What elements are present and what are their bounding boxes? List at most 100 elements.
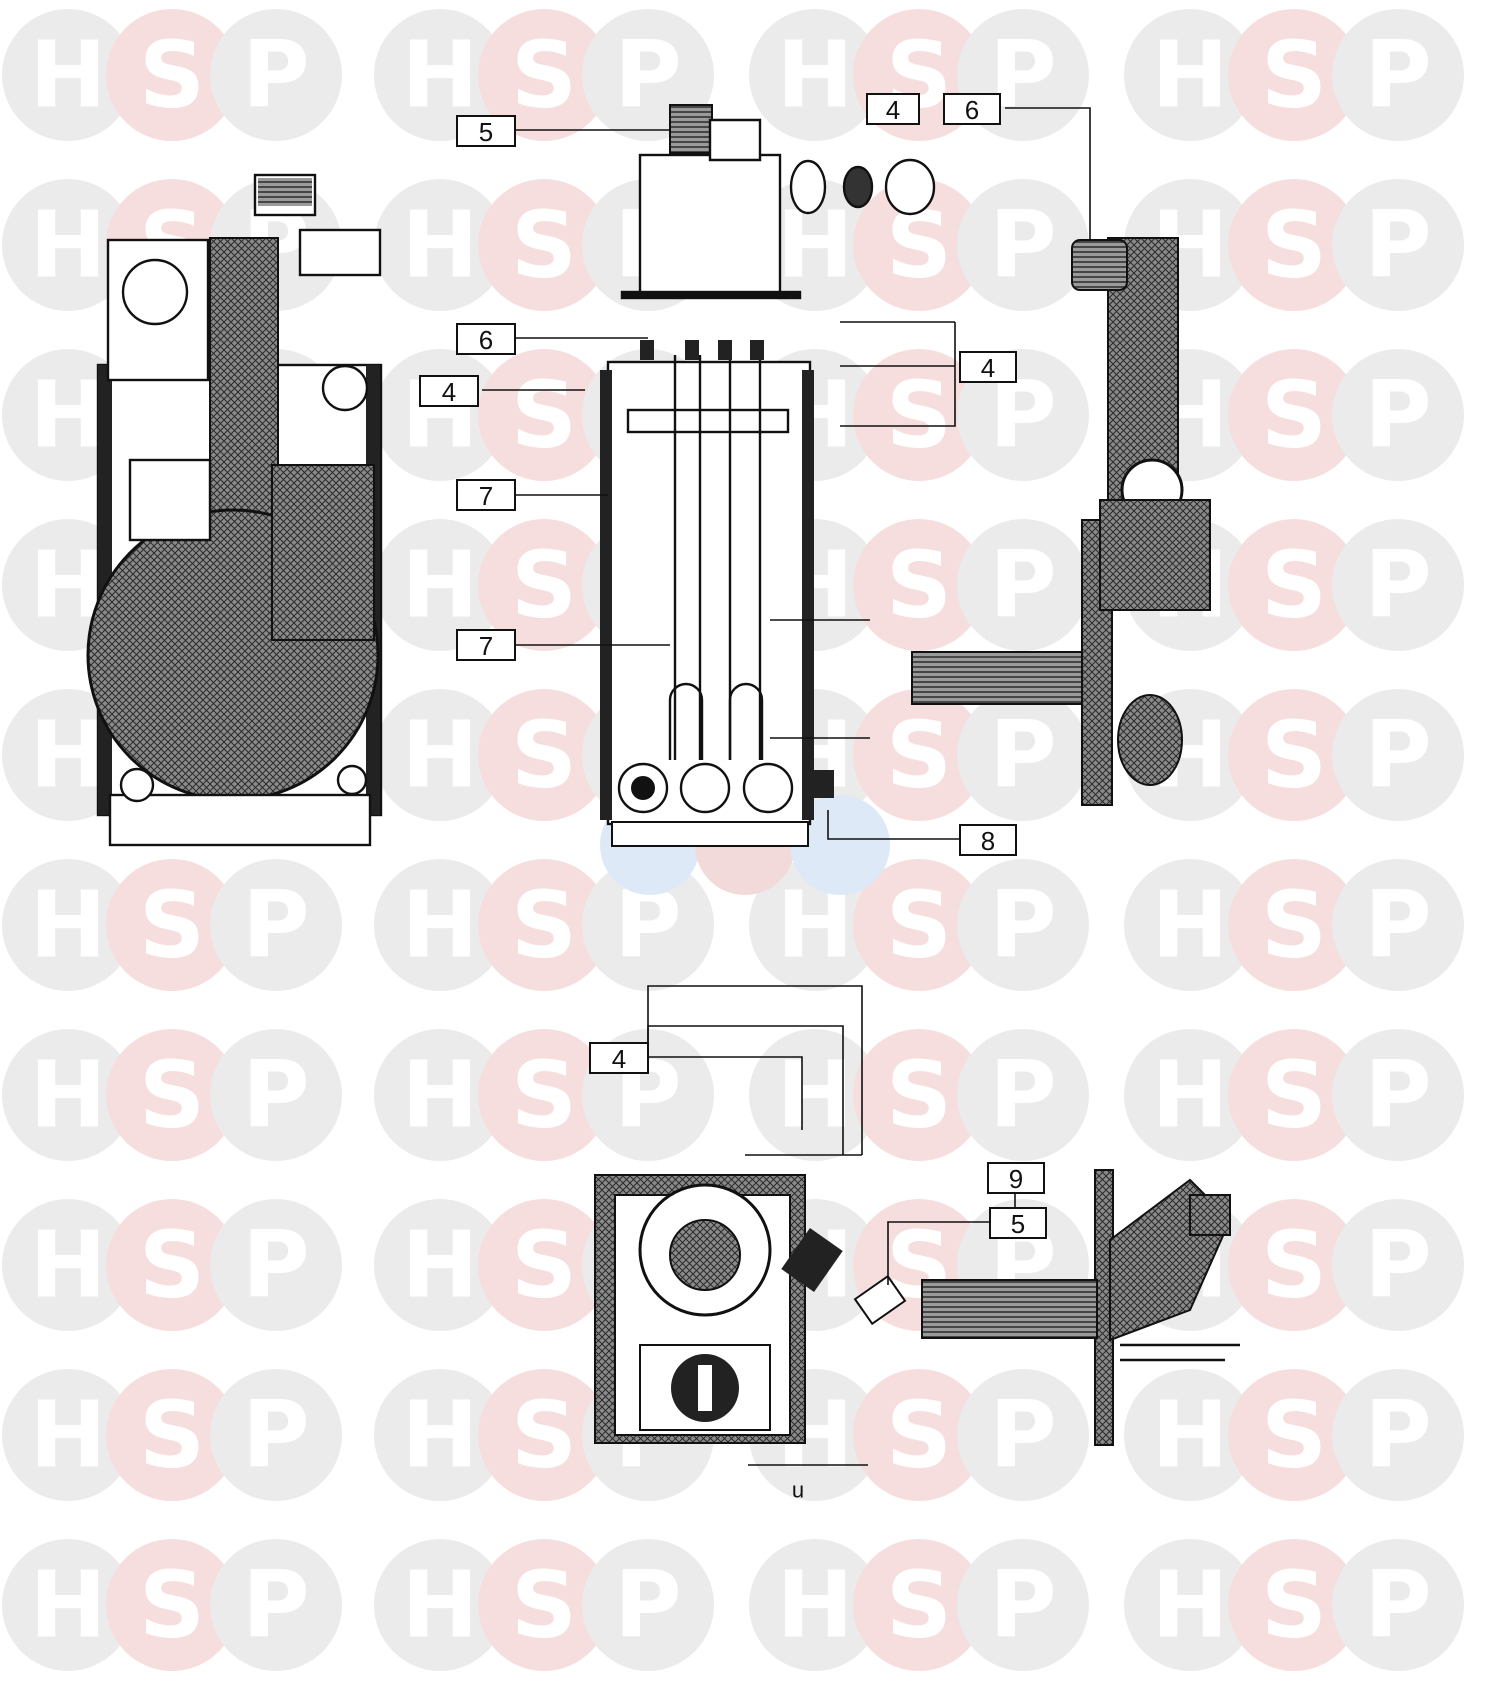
watermark-tile: H <box>374 1199 506 1331</box>
watermark-letter: P <box>242 872 309 979</box>
watermark-tile: S <box>478 859 610 991</box>
watermark-tile: H <box>2 1199 134 1331</box>
watermark-tile: H <box>749 9 881 141</box>
watermark-tile: P <box>210 9 342 141</box>
callout-c5-top: 5 <box>456 115 516 147</box>
watermark-tile: H <box>1124 1369 1256 1501</box>
callout-number: 4 <box>981 353 995 383</box>
callout-number: 5 <box>1011 1209 1025 1239</box>
watermark-letter: P <box>242 1382 309 1489</box>
callout-number: 7 <box>479 631 493 661</box>
watermark-tile: P <box>957 1539 1089 1671</box>
watermark-tile: P <box>210 1029 342 1161</box>
watermark-letter: S <box>1261 22 1327 129</box>
watermark-letter: P <box>989 192 1056 299</box>
callout-c9: 9 <box>987 1162 1045 1194</box>
watermark-letter: H <box>402 702 479 809</box>
callout-number: 6 <box>965 95 979 125</box>
watermark-tile: S <box>1228 9 1360 141</box>
watermark-letter: H <box>30 1042 107 1149</box>
watermark-tile: S <box>478 689 610 821</box>
watermark-letter: S <box>511 872 577 979</box>
control-unit-drawing <box>620 104 936 300</box>
watermark-letter: P <box>989 1382 1056 1489</box>
watermark-tile: S <box>853 519 985 651</box>
watermark-tile: S <box>853 1029 985 1161</box>
watermark-letter: H <box>30 872 107 979</box>
callout-number: 9 <box>1009 1164 1023 1194</box>
watermark-letter: P <box>1364 702 1431 809</box>
watermark-letter: P <box>989 702 1056 809</box>
watermark-tile: P <box>1332 1369 1464 1501</box>
watermark-tile: H <box>374 9 506 141</box>
watermark-letter: S <box>139 22 205 129</box>
watermark-tile: S <box>478 9 610 141</box>
watermark-tile: P <box>1332 1029 1464 1161</box>
watermark-letter: H <box>1152 1552 1229 1659</box>
callout-c6-mid: 6 <box>456 323 516 355</box>
watermark-letter: P <box>242 1042 309 1149</box>
watermark-letter: S <box>886 362 952 469</box>
watermark-tile: S <box>1228 689 1360 821</box>
watermark-tile: S <box>106 1539 238 1671</box>
watermark-tile: P <box>1332 349 1464 481</box>
watermark-letter: P <box>989 532 1056 639</box>
watermark-tile: S <box>1228 179 1360 311</box>
watermark-letter: P <box>1364 1382 1431 1489</box>
watermark-tile: S <box>478 1539 610 1671</box>
watermark-tile: H <box>374 1029 506 1161</box>
watermark-tile: S <box>1228 1199 1360 1331</box>
watermark-letter: H <box>402 1552 479 1659</box>
watermark-letter: P <box>1364 1212 1431 1319</box>
watermark-letter: H <box>402 1212 479 1319</box>
watermark-tile: H <box>1124 1539 1256 1671</box>
watermark-letter: S <box>511 192 577 299</box>
burner-assembly-drawing <box>911 237 1211 806</box>
watermark-tile: P <box>210 1199 342 1331</box>
u-mark: u <box>792 1478 804 1503</box>
watermark-letter: H <box>1152 1042 1229 1149</box>
watermark-letter: P <box>1364 362 1431 469</box>
watermark-letter: P <box>989 872 1056 979</box>
watermark-tile: S <box>478 1199 610 1331</box>
watermark-letter: S <box>511 1212 577 1319</box>
watermark-letter: P <box>242 1212 309 1319</box>
watermark-letter: S <box>511 532 577 639</box>
callout-number: 8 <box>981 826 995 856</box>
watermark-letter: H <box>1152 1382 1229 1489</box>
callout-c4-left: 4 <box>419 375 479 407</box>
watermark-tile: P <box>957 859 1089 991</box>
watermark-tile: P <box>957 519 1089 651</box>
watermark-letter: P <box>1364 192 1431 299</box>
watermark-tile: S <box>853 689 985 821</box>
watermark-letter: S <box>1261 1382 1327 1489</box>
watermark-letter: S <box>511 1552 577 1659</box>
callout-c4-top: 4 <box>866 93 920 125</box>
watermark-tile: P <box>957 179 1089 311</box>
callout-c6-top: 6 <box>943 93 1001 125</box>
watermark-letter: S <box>1261 532 1327 639</box>
watermark-tile: S <box>478 1029 610 1161</box>
callout-c4-bottom: 4 <box>589 1042 649 1074</box>
watermark-letter: S <box>139 872 205 979</box>
watermark-tile: H <box>374 859 506 991</box>
heat-exchanger-drawing <box>600 340 834 847</box>
watermark-letter: P <box>989 1042 1056 1149</box>
watermark-tile: S <box>106 1199 238 1331</box>
watermark-letter: S <box>139 1552 205 1659</box>
watermark-tile: P <box>210 1539 342 1671</box>
watermark-letter: P <box>242 1552 309 1659</box>
watermark-letter: H <box>30 362 107 469</box>
watermark-letter: H <box>777 22 854 129</box>
watermark-tile: H <box>374 689 506 821</box>
fan-assembly-drawing <box>594 1174 907 1444</box>
watermark-tile: P <box>1332 179 1464 311</box>
watermark-letter: S <box>1261 362 1327 469</box>
watermark-tile: H <box>2 179 134 311</box>
watermark-tile: H <box>2 859 134 991</box>
watermark-letter: S <box>886 702 952 809</box>
watermark-tile: P <box>210 859 342 991</box>
watermark-letter: S <box>1261 192 1327 299</box>
